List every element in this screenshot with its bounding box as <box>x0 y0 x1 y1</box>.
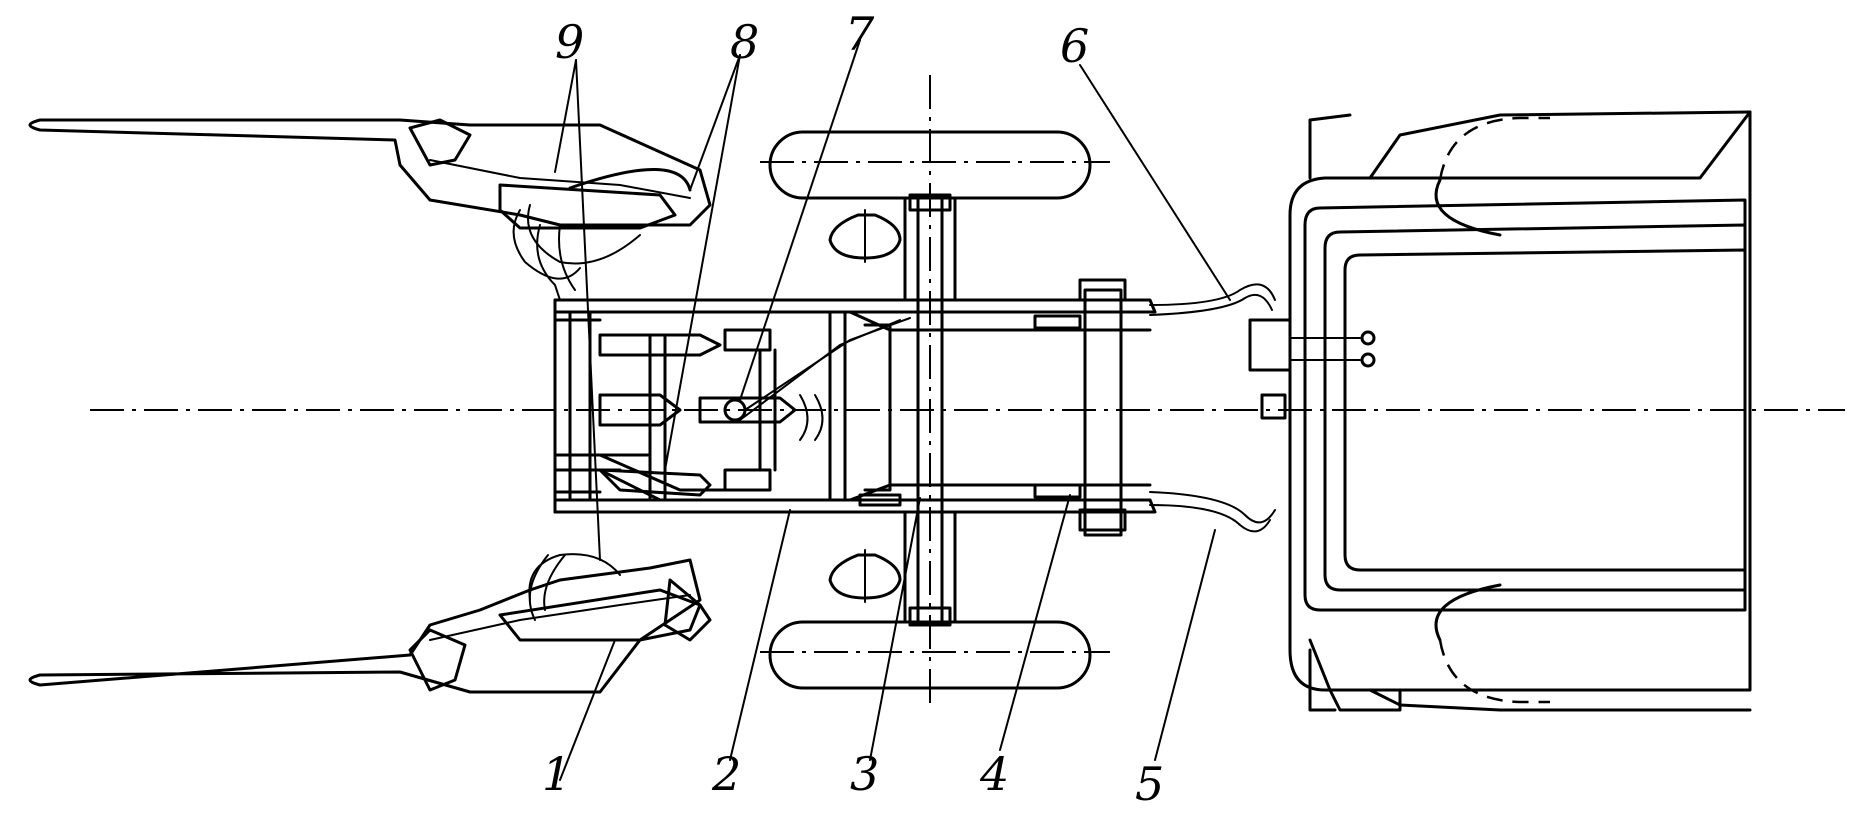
tractor-body <box>1288 110 1752 712</box>
wheels <box>768 130 1092 690</box>
callout-1: 1 <box>542 747 571 801</box>
callout-labels: 9 8 7 6 1 2 3 4 5 <box>542 7 1164 811</box>
callout-3: 3 <box>850 747 879 801</box>
callout-5: 5 <box>1135 757 1164 811</box>
leader-lines <box>554 39 1231 781</box>
main-frame <box>553 298 1157 514</box>
callout-7: 7 <box>845 7 875 61</box>
callout-8: 8 <box>730 15 759 69</box>
callout-6: 6 <box>1060 19 1089 73</box>
tractor-hoses <box>1149 283 1376 533</box>
lower-fork-arm <box>28 553 712 694</box>
callout-4: 4 <box>979 747 1009 801</box>
center-axes <box>90 75 1845 710</box>
callout-9: 9 <box>555 15 584 69</box>
hydraulic-cylinders <box>598 317 911 502</box>
upper-fork-arm <box>28 118 712 280</box>
callout-2: 2 <box>711 747 741 801</box>
arm-hoses <box>528 224 576 621</box>
